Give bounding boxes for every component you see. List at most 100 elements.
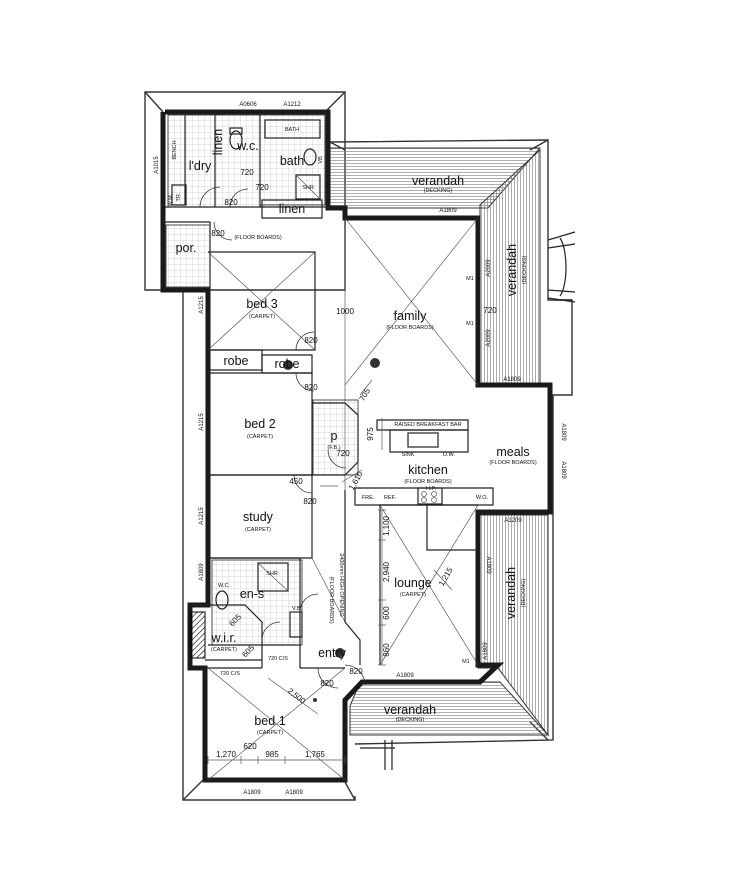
verandah-right-floor: (DECKING) xyxy=(522,255,528,284)
bath-shower xyxy=(295,174,321,200)
bathtub xyxy=(264,119,321,139)
deck-steps-bottom xyxy=(360,740,395,770)
window-a1809-lounge-bottom: A1809 xyxy=(396,673,414,679)
fridge-label: REF. xyxy=(384,495,396,501)
sink-label: SINK xyxy=(402,452,415,458)
dishwasher-label: D.W. xyxy=(443,452,455,458)
trough xyxy=(171,184,187,206)
linen-upper-label: linen xyxy=(279,202,305,216)
pantry-sub: (F.B.) xyxy=(327,445,340,451)
pantry-label: p xyxy=(331,429,338,443)
fixtures xyxy=(171,119,443,702)
trough-label: TR. xyxy=(176,192,182,201)
entry-label: entry xyxy=(318,646,347,660)
meals-label: meals xyxy=(496,445,529,459)
window-a1809-family: A1809 xyxy=(503,377,521,383)
wir-label: w.i.r. xyxy=(210,631,236,645)
m1-label-b: M1 xyxy=(466,321,474,327)
ensuite-floor-tiles xyxy=(211,559,303,646)
ensuite-shower-label: SHR xyxy=(266,571,278,577)
robe2-label: robe xyxy=(274,357,299,371)
window-a1215-1: A1215 xyxy=(199,296,205,314)
ensuite-vanity xyxy=(289,611,303,638)
bed3-floor: (CARPET) xyxy=(249,314,275,320)
ceiling-diagonals xyxy=(207,217,479,781)
hall-floor-boards: (FLOOR BOARDS) xyxy=(234,235,282,241)
m1-label-a: M1 xyxy=(466,276,474,282)
window-a1209: A1209 xyxy=(504,518,522,524)
study-label: study xyxy=(243,510,274,524)
kitchen-sink xyxy=(407,432,439,448)
window-a1015: A1015 xyxy=(154,156,160,174)
bath-vanity xyxy=(303,148,317,166)
verandah-lounge-floor: (DECKING) xyxy=(521,578,527,607)
window-a1809-meals-2: A1809 xyxy=(560,461,566,479)
kitchen-floor: (FLOOR BOARDS) xyxy=(404,479,452,485)
smoke-detector-robe xyxy=(283,360,293,370)
verandah-top-label: verandah xyxy=(412,174,464,188)
bed1-label: bed 1 xyxy=(254,714,285,728)
window-a1809-lounge-1: A1809 xyxy=(485,556,491,574)
verandah-bottom-floor: (DECKING) xyxy=(396,717,425,723)
ensuite-wc-label: W.C. xyxy=(218,583,230,589)
dim-1215: 1,215 xyxy=(437,565,455,587)
ensuite-shower xyxy=(257,562,289,592)
dim-720-verandah: 720 xyxy=(483,306,497,315)
dim-860: 860 xyxy=(382,643,391,657)
bed2-floor: (CARPET) xyxy=(247,434,273,440)
lounge-label: lounge xyxy=(394,576,432,590)
dim-820-entry: 820 xyxy=(320,679,334,688)
dim-820-bed1: 820 xyxy=(349,667,363,676)
dim-620: 620 xyxy=(243,742,257,751)
m1-label-c: M1 xyxy=(462,659,470,665)
bed1-floor: (CARPET) xyxy=(257,730,283,736)
wir-hatched-wall xyxy=(190,611,206,659)
bathtub-label: BATH xyxy=(285,127,299,133)
dim-600: 600 xyxy=(382,606,391,620)
freezer-label: FRE. xyxy=(362,495,375,501)
ensuite-vanity-label: V.B. xyxy=(292,606,302,612)
bed2-label: bed 2 xyxy=(244,417,275,431)
porch-label: por. xyxy=(176,241,197,255)
dim-820-bed2: 820 xyxy=(304,383,318,392)
internal-walls xyxy=(163,112,494,669)
window-a1809-bed1-1: A1809 xyxy=(243,790,261,796)
lounge-floor: (CARPET) xyxy=(400,592,426,598)
window-a1809-meals-1: A1809 xyxy=(560,423,566,441)
fixture-labels: BENCH TR. W.M. (FLOOR BOARDS) (FLOOR BOA… xyxy=(168,140,489,677)
window-a1809-top: A1809 xyxy=(439,208,457,214)
dim-985: 985 xyxy=(265,750,279,759)
family-floor: (FLOOR BOARDS) xyxy=(386,325,434,331)
window-a1809-ens: A1809 xyxy=(199,563,205,581)
dim-450: 450 xyxy=(289,477,303,486)
kitchen-label: kitchen xyxy=(408,463,448,477)
dim-2940: 2,940 xyxy=(382,561,391,582)
verandah-bottom-label: verandah xyxy=(384,703,436,717)
window-codes: A0606 A1212 A1015 A1809 A1215 A1215 A121… xyxy=(154,102,566,796)
ensuite-toilet xyxy=(215,590,229,610)
dim-820-porch: 820 xyxy=(211,229,225,238)
dim-720-pantry: 720 xyxy=(336,449,350,458)
hotplate-label: H.P. xyxy=(426,486,436,492)
external-walls xyxy=(160,109,553,783)
dim-720-wc: 720 xyxy=(240,168,254,177)
wc-toilet xyxy=(229,130,243,150)
window-a1809-lounge-2: A1809 xyxy=(483,642,489,660)
window-a2009-1: A2009 xyxy=(486,259,492,277)
verandah-top-floor: (DECKING) xyxy=(424,188,453,194)
breakfast-bar-label: RAISED BREAKFAST BAR xyxy=(394,422,461,428)
dim-1270: 1,270 xyxy=(216,750,237,759)
window-a1215-3: A1215 xyxy=(199,507,205,525)
wir-cs-label: 720 C/S xyxy=(268,656,288,662)
dim-720-bath: 720 xyxy=(255,183,269,192)
smoke-detector-entry xyxy=(335,648,345,658)
wir-floor: (CARPET) xyxy=(211,647,237,653)
meals-floor: (FLOOR BOARDS) xyxy=(489,460,537,466)
ensuite-label: en-s xyxy=(240,587,264,601)
porch-floor-tiles xyxy=(165,224,211,288)
bed3-label: bed 3 xyxy=(246,297,277,311)
bath-shower-label: SHR xyxy=(302,185,314,191)
deck-steps-right xyxy=(547,231,576,303)
window-a1215-2: A1215 xyxy=(199,413,205,431)
